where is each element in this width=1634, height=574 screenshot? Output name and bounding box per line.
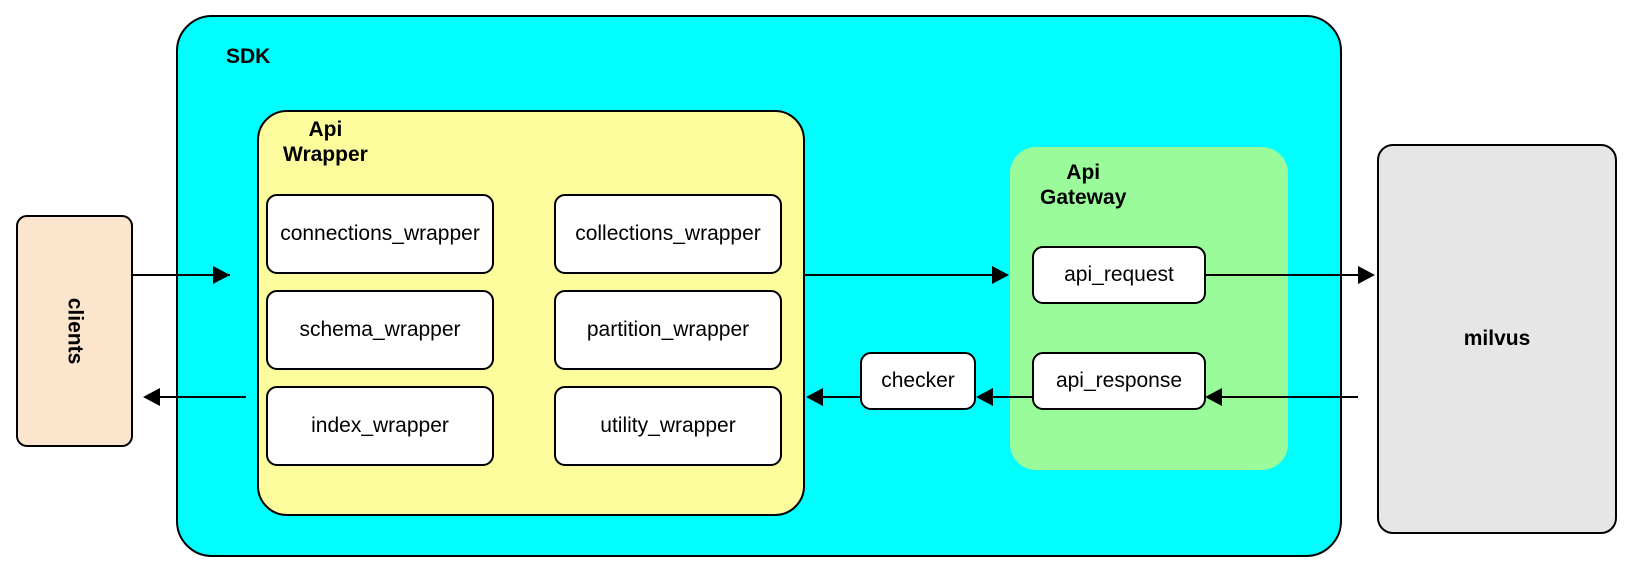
checker-label: checker: [881, 369, 955, 392]
api-wrapper-item-label: schema_wrapper: [299, 318, 461, 341]
api-wrapper-item-label: utility_wrapper: [600, 414, 736, 437]
edge-clients-to-sdk: [133, 274, 230, 276]
arrowhead-checker-to-api-wrapper-icon: [806, 388, 823, 406]
api-gateway-item-api-request[interactable]: api_request: [1032, 246, 1206, 304]
api-wrapper-item-label: partition_wrapper: [586, 318, 750, 341]
arrowhead-api-wrapper-to-api-gateway-icon: [992, 266, 1009, 284]
edge-milvus-to-api-response: [1218, 396, 1358, 398]
milvus-box[interactable]: milvus: [1377, 144, 1617, 534]
api-gateway-container: Api Gateway: [1010, 147, 1288, 470]
api-wrapper-item-utility-wrapper[interactable]: utility_wrapper: [554, 386, 782, 466]
api-wrapper-item-label: connections_wrapper: [280, 222, 480, 245]
edge-api-wrapper-to-api-gateway: [804, 274, 1004, 276]
arrowhead-api-request-to-milvus-icon: [1358, 266, 1375, 284]
arrowhead-milvus-to-api-response-icon: [1205, 388, 1222, 406]
sdk-title: SDK: [226, 45, 271, 68]
api-wrapper-item-label: collections_wrapper: [575, 222, 761, 245]
api-wrapper-item-label: index_wrapper: [311, 414, 449, 437]
clients-box[interactable]: clients: [16, 215, 133, 447]
api-gateway-item-label: api_response: [1055, 369, 1183, 392]
api-wrapper-item-schema-wrapper[interactable]: schema_wrapper: [266, 290, 494, 370]
arrowhead-api-response-to-checker-icon: [976, 388, 993, 406]
arrowhead-sdk-to-clients-icon: [143, 388, 160, 406]
edge-sdk-to-clients: [160, 396, 246, 398]
clients-label: clients: [63, 297, 87, 365]
milvus-label: milvus: [1463, 327, 1531, 350]
api-gateway-title: Api Gateway: [1040, 161, 1127, 209]
api-wrapper-item-connections-wrapper[interactable]: connections_wrapper: [266, 194, 494, 274]
edge-api-response-to-checker: [990, 396, 1032, 398]
api-gateway-item-api-response[interactable]: api_response: [1032, 352, 1206, 410]
api-wrapper-item-index-wrapper[interactable]: index_wrapper: [266, 386, 494, 466]
api-wrapper-item-partition-wrapper[interactable]: partition_wrapper: [554, 290, 782, 370]
edge-api-request-to-milvus: [1206, 274, 1372, 276]
api-wrapper-title: Api Wrapper: [283, 118, 368, 166]
api-wrapper-item-collections-wrapper[interactable]: collections_wrapper: [554, 194, 782, 274]
checker-box[interactable]: checker: [860, 352, 976, 410]
edge-checker-to-api-wrapper: [823, 396, 860, 398]
arrowhead-clients-to-sdk-icon: [213, 266, 230, 284]
api-gateway-item-label: api_request: [1064, 263, 1174, 286]
